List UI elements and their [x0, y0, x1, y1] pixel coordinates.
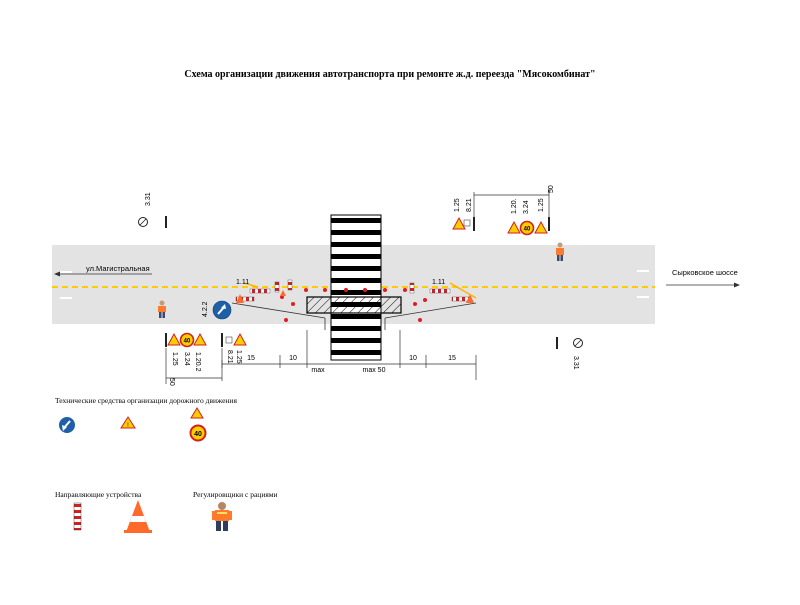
svg-text:1.20.: 1.20. — [511, 198, 518, 214]
work-zone — [306, 296, 402, 314]
legend-speed-sign: 40 — [189, 424, 207, 442]
sign-group-bottom-left: 40 1.25 3.24 1.20.2 1.25 8.21 — [165, 332, 247, 372]
warning-sign-icon — [534, 220, 548, 234]
road-label-east: Сырковское шоссе — [672, 268, 738, 277]
svg-text:1.25: 1.25 — [235, 350, 242, 364]
dimension-50-top-label: 50 — [548, 185, 555, 193]
svg-text:3.24: 3.24 — [523, 200, 530, 214]
sign-group-top-right: 1.25 8.21 40 1.20. 3.24 1.25 — [452, 198, 550, 236]
svg-text:8.21: 8.21 — [226, 350, 233, 364]
plate-icon — [225, 336, 233, 344]
legend-technical-means: Технические средства организации дорожно… — [55, 396, 237, 405]
warning-sign-icon — [120, 416, 136, 429]
edge-mark — [637, 270, 649, 272]
svg-text:1.25: 1.25 — [538, 198, 545, 212]
svg-text:40: 40 — [194, 431, 202, 438]
svg-text:10: 10 — [409, 355, 417, 362]
warning-sign-icon — [233, 332, 247, 346]
road-works-sign-icon — [190, 407, 204, 419]
diagram-title: Схема организации движения автотранспорт… — [184, 69, 595, 80]
barrier-post-icon — [73, 502, 82, 531]
plate-icon — [463, 219, 471, 227]
taper-arrows — [243, 282, 477, 299]
svg-text:3.24: 3.24 — [183, 352, 190, 366]
legend-road-works-sign — [190, 407, 204, 419]
warning-sign-icon — [507, 220, 521, 234]
road-barriers — [235, 279, 471, 302]
svg-text:max: max — [311, 367, 325, 374]
legend-guiding-devices: Направляющие устройства — [55, 490, 142, 499]
east-arrowhead — [734, 282, 740, 288]
warning-sign-icon — [167, 332, 181, 346]
dimension-chain — [221, 330, 477, 380]
west-arrowhead — [54, 271, 60, 277]
sign-code: 3.31 — [572, 356, 579, 370]
legend-warning-sign: ! — [120, 416, 136, 429]
svg-text:max 50: max 50 — [363, 367, 386, 374]
speed-limit-sign-icon — [519, 220, 535, 236]
flagger-bottom-left — [158, 300, 166, 318]
road-label-west: ул.Магистральная — [86, 264, 150, 273]
speed-limit-sign-icon — [179, 332, 195, 348]
sign-3-31-top-left: 3.31 — [138, 192, 167, 228]
marking-label-left: 1.11 — [236, 279, 249, 286]
signal-lamps — [280, 288, 427, 322]
cones — [236, 290, 474, 303]
sign-3-31-bottom-right: 3.31 — [556, 337, 583, 370]
svg-text:15: 15 — [247, 355, 255, 362]
edge-mark — [60, 271, 72, 273]
rail-track — [330, 214, 382, 361]
svg-text:!: ! — [127, 423, 129, 429]
legend-barrier-post — [73, 502, 82, 531]
dimension-50-bottom-label: 50 — [168, 378, 175, 386]
speed-limit-sign-icon — [189, 424, 207, 442]
fencing-lines — [231, 302, 477, 330]
legend-keep-left — [59, 417, 75, 433]
sign-code: 3.31 — [145, 192, 152, 206]
svg-text:1.25: 1.25 — [171, 352, 178, 366]
edge-mark — [637, 296, 649, 298]
svg-text:40: 40 — [524, 227, 531, 233]
railway-crossing — [306, 214, 402, 361]
edge-mark — [60, 297, 72, 299]
legend-flaggers: Регулировщики с рациями — [193, 490, 278, 499]
legend-flagger — [212, 502, 232, 531]
svg-text:10: 10 — [289, 355, 297, 362]
svg-text:1.20.2: 1.20.2 — [194, 352, 201, 372]
sign-code: 4.2.2 — [202, 301, 209, 317]
svg-text:8.21: 8.21 — [466, 198, 473, 212]
svg-text:1.25: 1.25 — [454, 198, 461, 212]
svg-text:40: 40 — [184, 339, 191, 345]
keep-left-sign: 4.2.2 — [202, 300, 232, 320]
warning-sign-icon — [452, 216, 466, 230]
flagger-icon — [218, 502, 226, 510]
warning-sign-icon — [193, 332, 207, 346]
svg-text:15: 15 — [448, 355, 456, 362]
legend-cone — [124, 500, 152, 533]
dimension-50-top — [473, 188, 550, 218]
flagger-top-right — [556, 242, 564, 261]
marking-label-right: 1.11 — [432, 279, 445, 286]
